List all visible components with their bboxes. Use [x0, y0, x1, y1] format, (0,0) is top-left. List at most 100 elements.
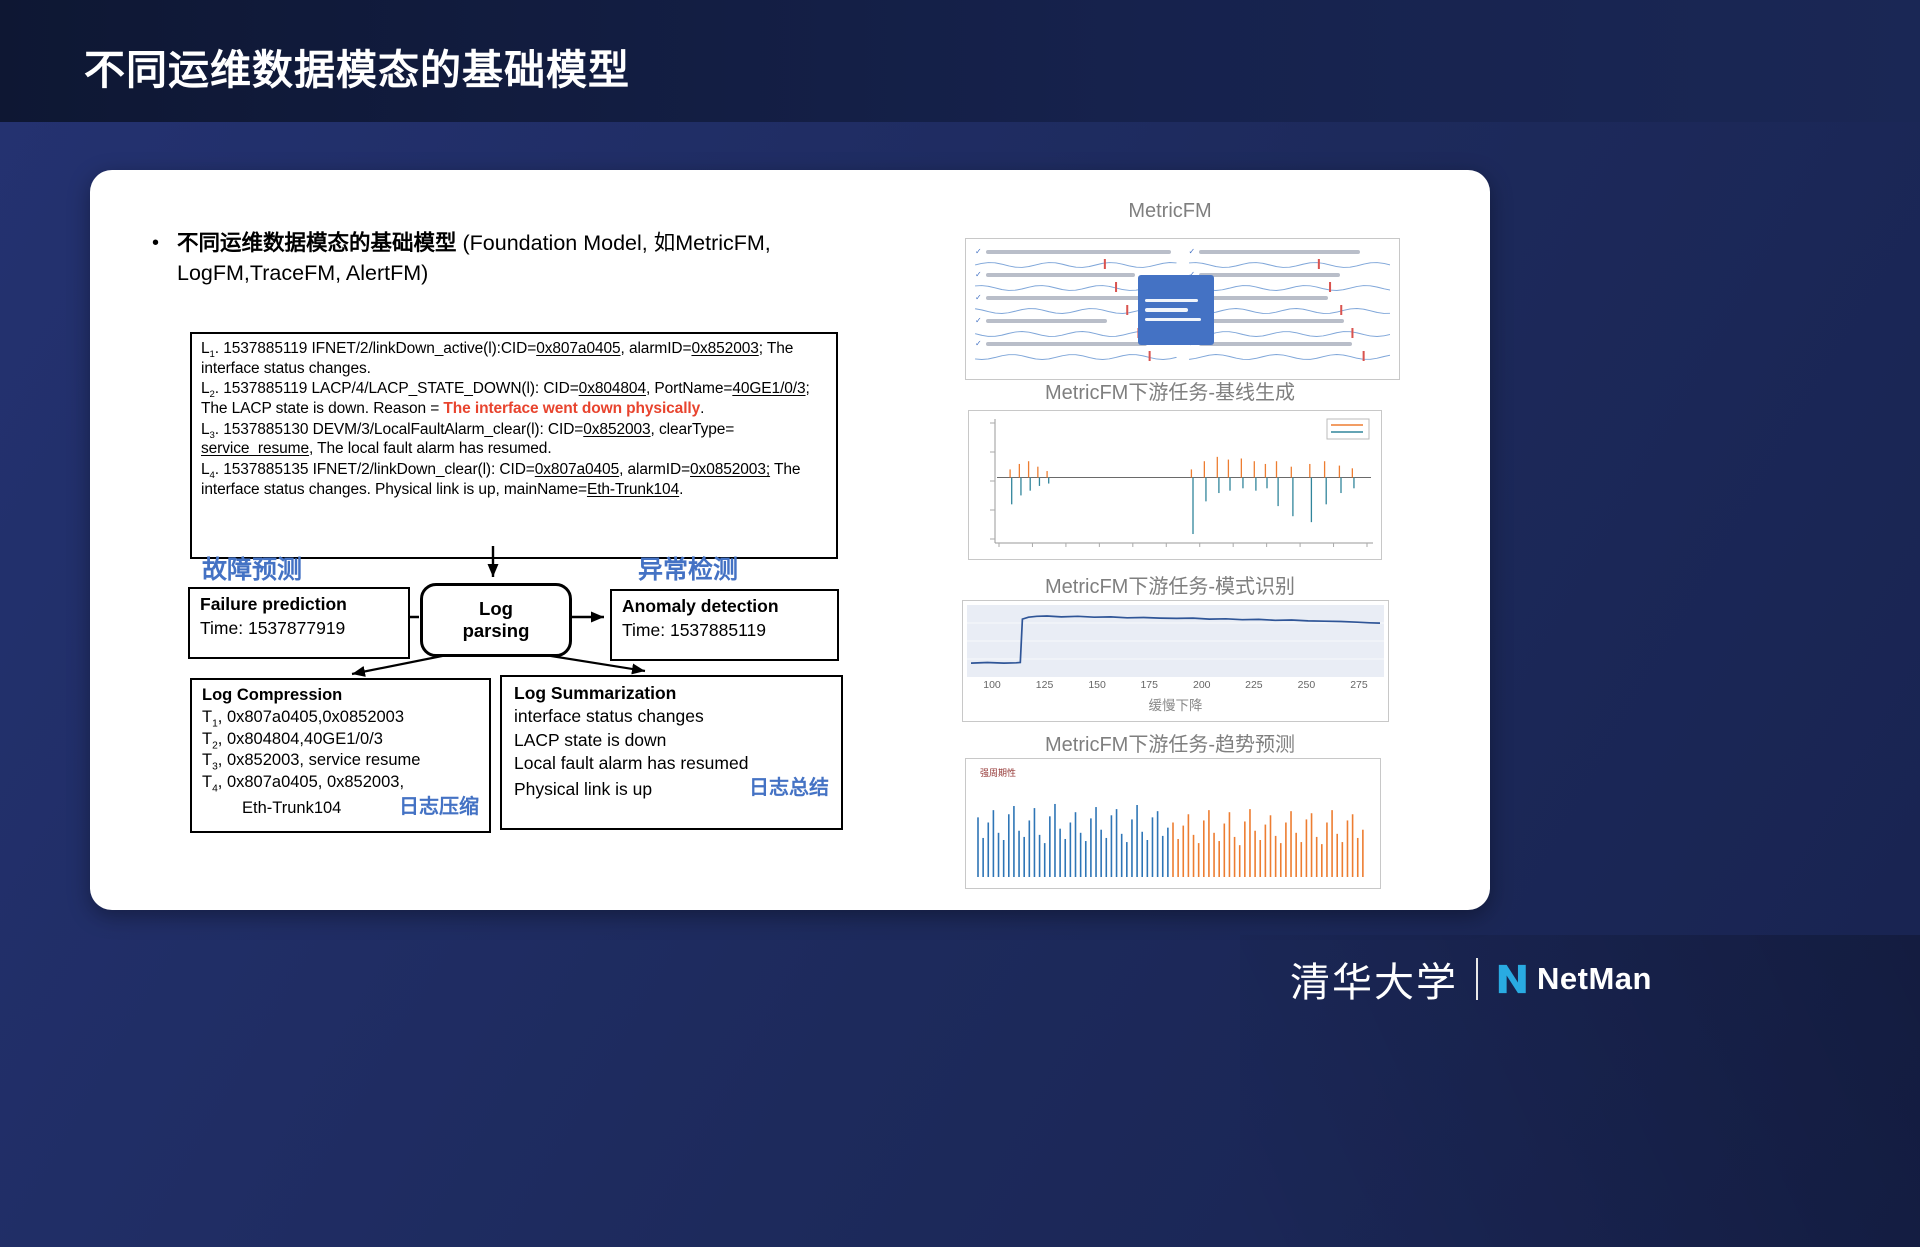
- log-record: L4. 1537885135 IFNET/2/linkDown_clear(l)…: [201, 461, 801, 498]
- feature-text-placeholder: [985, 341, 1147, 346]
- mini-metric-sparkline: [1188, 259, 1391, 269]
- log-parsing-box: Log parsing: [420, 583, 572, 657]
- log-record: L2. 1537885119 LACP/4/LACP_STATE_DOWN(l)…: [201, 380, 810, 418]
- feature-row: ✓: [975, 270, 1177, 279]
- feature-text-placeholder: [1199, 295, 1329, 300]
- feature-row: ✓: [1189, 247, 1391, 256]
- metricfm-overview-thumbnail: ✓ ✓ ✓ ✓ ✓ ✓ ✓ ✓ ✓ ✓: [965, 238, 1400, 380]
- baseline-chart: [990, 418, 1373, 547]
- feature-text-placeholder: [985, 272, 1135, 277]
- feature-text-placeholder: [1199, 318, 1345, 323]
- baseline-chart-panel: [968, 410, 1382, 560]
- feature-row: ✓: [975, 247, 1177, 256]
- mini-metric-sparkline: [974, 351, 1177, 361]
- pattern-chart-area: [967, 605, 1384, 677]
- metricfm-feature-column: ✓ ✓ ✓ ✓ ✓: [974, 247, 1177, 371]
- summarization-line: interface status changes: [514, 706, 704, 727]
- log-compression-title: Log Compression: [202, 686, 343, 704]
- failure-prediction-time: Time: 1537877919: [200, 617, 346, 638]
- trend-chart-panel: 强周期性: [965, 758, 1381, 889]
- feature-row: ✓: [975, 339, 1177, 348]
- bullet-marker: •: [152, 232, 160, 254]
- log-parsing-line1: Log: [479, 597, 513, 619]
- slide-header: 不同运维数据模态的基础模型: [0, 0, 1920, 122]
- netman-logo-text: NetMan: [1537, 961, 1652, 996]
- x-tick-label: 100: [983, 679, 1001, 691]
- check-icon: ✓: [975, 246, 982, 256]
- bullet-bold-text: 不同运维数据模态的基础模型: [177, 231, 457, 255]
- log-compression-tail-text: Eth-Trunk104: [242, 799, 342, 818]
- bullet-text: 不同运维数据模态的基础模型 (Foundation Model, 如Metric…: [177, 228, 771, 288]
- log-record: L3. 1537885130 DEVM/3/LocalFaultAlarm_cl…: [201, 420, 735, 458]
- label-log-summarization-cn: 日志总结: [749, 777, 829, 800]
- logo-divider: [1476, 958, 1478, 1000]
- feature-text-placeholder: [1199, 249, 1361, 254]
- check-icon: ✓: [1188, 269, 1196, 279]
- bullet-point: • 不同运维数据模态的基础模型 (Foundation Model, 如Metr…: [152, 228, 912, 288]
- pattern-chart: [967, 615, 1384, 664]
- slide-title: 不同运维数据模态的基础模型: [84, 47, 630, 93]
- label-anomaly-detection-cn: 异常检测: [638, 556, 739, 584]
- x-tick-label: 200: [1193, 679, 1211, 691]
- x-tick-label: 250: [1297, 679, 1316, 691]
- x-tick-label: 175: [1140, 679, 1158, 691]
- log-summarization-box: Log Summarization interface status chang…: [500, 675, 843, 830]
- anomaly-detection-box: Anomaly detection Time: 1537885119: [610, 589, 839, 661]
- summarization-line: Local fault alarm has resumed: [514, 752, 749, 773]
- feature-text-placeholder: [985, 318, 1107, 323]
- failure-prediction-title: Failure prediction: [200, 594, 347, 614]
- log-parsing-line2: parsing: [462, 620, 530, 641]
- log-record: L1. 1537885119 IFNET/2/linkDown_active(l…: [201, 340, 794, 377]
- tsinghua-logo: 清华大学: [1290, 960, 1458, 1006]
- feature-row: ✓: [1189, 293, 1391, 302]
- compression-line: T2, 0x804804,40GE1/0/3: [202, 729, 383, 751]
- log-compression-box: Log Compression T1, 0x807a0405,0x0852003…: [190, 678, 491, 833]
- summarization-line: LACP state is down: [514, 729, 667, 750]
- feature-text-placeholder: [985, 295, 1159, 300]
- check-icon: ✓: [975, 315, 982, 325]
- feature-row: ✓: [1189, 270, 1391, 279]
- bullet-line2: LogFM,TraceFM, AlertFM): [177, 261, 429, 286]
- compression-line: T3, 0x852003, service resume: [202, 751, 421, 773]
- feature-row: ✓: [1189, 316, 1391, 325]
- mini-metric-sparkline: [1188, 282, 1391, 292]
- feature-text-placeholder: [1199, 272, 1341, 277]
- check-icon: ✓: [975, 269, 982, 279]
- feature-row: ✓: [975, 316, 1177, 325]
- log-summarization-title: Log Summarization: [514, 683, 677, 703]
- x-tick-label: 125: [1035, 679, 1054, 691]
- baseline-heading: MetricFM下游任务-基线生成: [1045, 382, 1295, 404]
- log-summarization-last-line: Physical link is up: [514, 779, 653, 800]
- bullet-regular-text: (Foundation Model, 如MetricFM,: [456, 231, 771, 255]
- content-card: • 不同运维数据模态的基础模型 (Foundation Model, 如Metr…: [90, 170, 1490, 910]
- x-tick-label: 275: [1350, 679, 1368, 691]
- trend-annotation: 强周期性: [980, 768, 1017, 778]
- mini-metric-sparkline: [1188, 328, 1391, 338]
- check-icon: ✓: [975, 338, 982, 348]
- metricfm-feature-column: ✓ ✓ ✓ ✓ ✓: [1188, 247, 1391, 371]
- pattern-annotation: 缓慢下降: [1148, 698, 1203, 713]
- check-icon: ✓: [975, 292, 982, 302]
- feature-row: ✓: [975, 293, 1177, 302]
- anomaly-detection-title: Anomaly detection: [622, 596, 779, 616]
- label-log-compression-cn: 日志压缩: [399, 795, 479, 818]
- netman-logo: NetMan: [1496, 961, 1652, 997]
- feature-row: ✓: [1189, 339, 1391, 348]
- mini-metric-sparkline: [974, 259, 1177, 269]
- netman-logo-icon: [1498, 964, 1526, 994]
- footer-logos: 清华大学 NetMan: [1290, 948, 1652, 1010]
- baseline-legend: [1326, 418, 1370, 440]
- compression-line: T1, 0x807a0405,0x0852003: [202, 707, 405, 730]
- check-icon: ✓: [1188, 246, 1196, 256]
- x-tick-label: 150: [1088, 679, 1106, 691]
- feature-text-placeholder: [985, 249, 1172, 254]
- mini-metric-sparkline: [1188, 351, 1391, 361]
- anomaly-detection-time: Time: 1537885119: [622, 619, 766, 640]
- raw-logs-box: L1. 1537885119 IFNET/2/linkDown_active(l…: [190, 332, 838, 559]
- metricfm-heading: MetricFM: [1128, 200, 1212, 222]
- compression-line: T4, 0x807a0405, 0x852003,: [202, 773, 405, 795]
